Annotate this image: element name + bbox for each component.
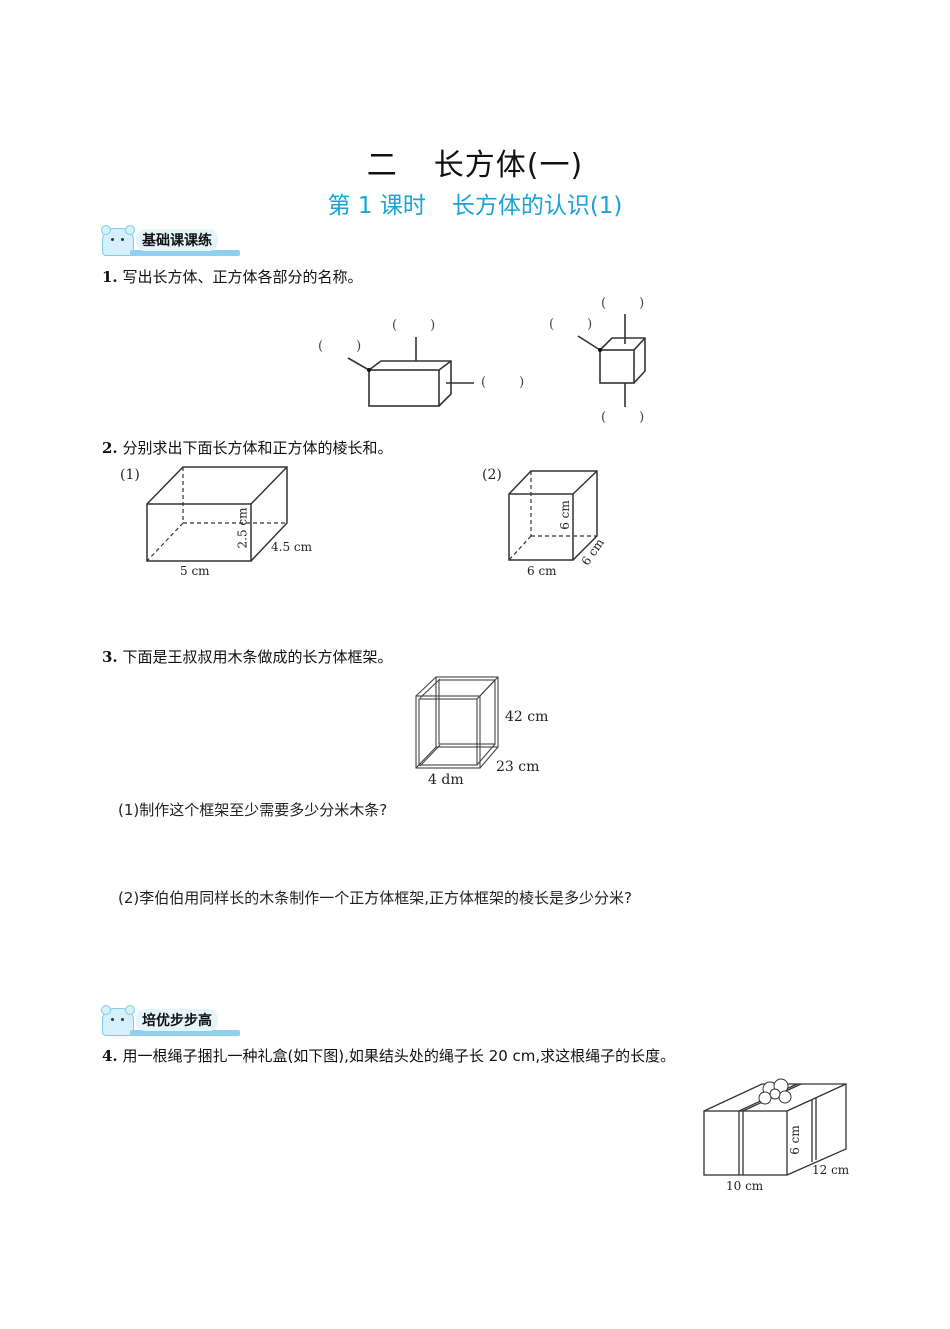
section-label: 培优步步高 [136,1009,218,1031]
blank-cube-face[interactable]: ( ) [601,296,645,311]
lesson-title: 第 1 课时长方体的认识(1) [0,186,950,220]
question-text: 分别求出下面长方体和正方体的棱长和。 [122,439,393,457]
question-number: 4. [102,1047,118,1065]
blank-edge[interactable]: ( ) [481,375,525,390]
section-label: 基础课课练 [136,229,218,251]
question-text: 用一根绳子捆扎一种礼盒(如下图),如果结头处的绳子长 20 cm,求这根绳子的长… [122,1047,676,1065]
blank-face[interactable]: ( ) [392,318,436,333]
question-1: 1. 写出长方体、正方体各部分的名称。 [102,266,362,287]
gift-length: 10 cm [726,1179,764,1193]
question-number: 2. [102,439,118,457]
frame-height: 42 cm [505,709,549,725]
lesson-number: 第 1 课时 [327,193,426,219]
gift-height: 6 cm [787,1125,802,1155]
question-text: 写出长方体、正方体各部分的名称。 [122,268,363,286]
lesson-name: 长方体的认识(1) [451,193,623,219]
fig2-length: 6 cm [527,564,557,578]
question-3: 3. 下面是王叔叔用木条做成的长方体框架。 [102,646,392,667]
section-badge-advanced: 培优步步高 [101,1005,240,1036]
question-4: 4. 用一根绳子捆扎一种礼盒(如下图),如果结头处的绳子长 20 cm,求这根绳… [102,1045,675,1066]
blank-vertex[interactable]: ( ) [318,339,362,354]
question-number: 1. [102,268,118,286]
fig1-length: 5 cm [180,564,210,578]
blank-cube-edge[interactable]: ( ) [601,410,645,425]
fig1-width: 4.5 cm [271,540,312,554]
bear-icon [101,225,135,256]
chapter-number: 二 [366,148,398,183]
fig1-label: (1) [120,467,140,483]
fig2-label: (2) [482,467,502,483]
frame-length: 4 dm [428,772,464,788]
q3-sub1: (1)制作这个框架至少需要多少分米木条? [118,801,388,819]
question-text: 下面是王叔叔用木条做成的长方体框架。 [122,648,393,666]
chapter-title: 二长方体(一) [0,140,950,184]
chapter-name: 长方体(一) [433,148,584,183]
bear-icon [101,1005,135,1036]
frame-width: 23 cm [496,759,540,775]
blank-cube-vertex[interactable]: ( ) [549,317,593,332]
question-number: 3. [102,648,118,666]
gift-width: 12 cm [812,1163,850,1177]
q3-sub2: (2)李伯伯用同样长的木条制作一个正方体框架,正方体框架的棱长是多少分米? [118,889,632,907]
question-2: 2. 分别求出下面长方体和正方体的棱长和。 [102,437,392,458]
section-badge-basic: 基础课课练 [101,225,240,256]
